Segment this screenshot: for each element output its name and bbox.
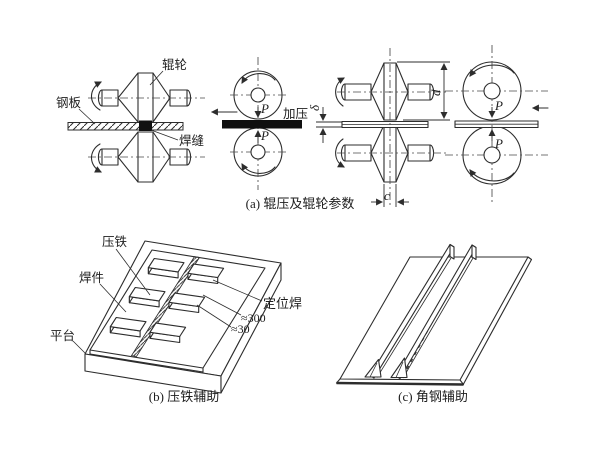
rotation-arrow-icon (335, 138, 345, 168)
caption-a: (a) 辊压及辊轮参数 (246, 196, 355, 211)
rotation-arrow-icon (90, 143, 102, 173)
diagram-a-roller-section: 辊轮 钢板 焊缝 (56, 58, 205, 183)
force-label: P (260, 101, 269, 116)
force-label: P (494, 136, 503, 151)
tack-spacing-label: ≈300 (241, 311, 266, 325)
dim-delta-label: δ (307, 104, 322, 111)
diagram-b-press-iron: 压铁 焊件 平台 定位焊 ≈300 ≈30 (50, 235, 302, 394)
diagram-a-parameters-section: δ d c P P (307, 45, 549, 207)
steel-plate-label: 钢板 (56, 96, 82, 110)
weld-nugget (139, 120, 152, 131)
weldment-label: 焊件 (79, 270, 104, 285)
force-label: P (494, 98, 503, 113)
pressing-label: 加压 (283, 107, 308, 121)
pressed-plate-bar (222, 120, 302, 129)
platform-right (220, 262, 282, 394)
press-iron-label: 压铁 (102, 235, 128, 249)
roller-label: 辊轮 (162, 58, 187, 72)
rotation-arrow-icon (469, 169, 515, 182)
tack-weld-label: 定位焊 (263, 296, 302, 311)
weld-seam-band (130, 256, 201, 357)
press-iron-blocks (109, 257, 225, 344)
diagram-c-angle-steel (335, 243, 533, 386)
dim-d-label: d (428, 89, 443, 96)
weld-seam-label: 焊缝 (179, 133, 204, 148)
force-label: P (260, 128, 269, 143)
rotation-arrow-icon (335, 77, 345, 107)
rotation-arrow-icon (241, 163, 276, 174)
rotation-arrow-icon (241, 73, 276, 84)
dim-c-label: c (384, 188, 390, 203)
top-roller (117, 72, 171, 123)
diagram-a-pressing-section: P P 加压 (210, 57, 308, 190)
platform-label: 平台 (50, 328, 75, 343)
tack-length-label: ≈30 (231, 322, 250, 336)
steel-plate (67, 122, 184, 131)
caption-b: (b) 压铁辅助 (149, 389, 219, 404)
rotation-arrow-icon (90, 81, 102, 111)
caption-c: (c) 角钢辅助 (398, 389, 468, 404)
rotation-arrow-icon (469, 64, 515, 77)
